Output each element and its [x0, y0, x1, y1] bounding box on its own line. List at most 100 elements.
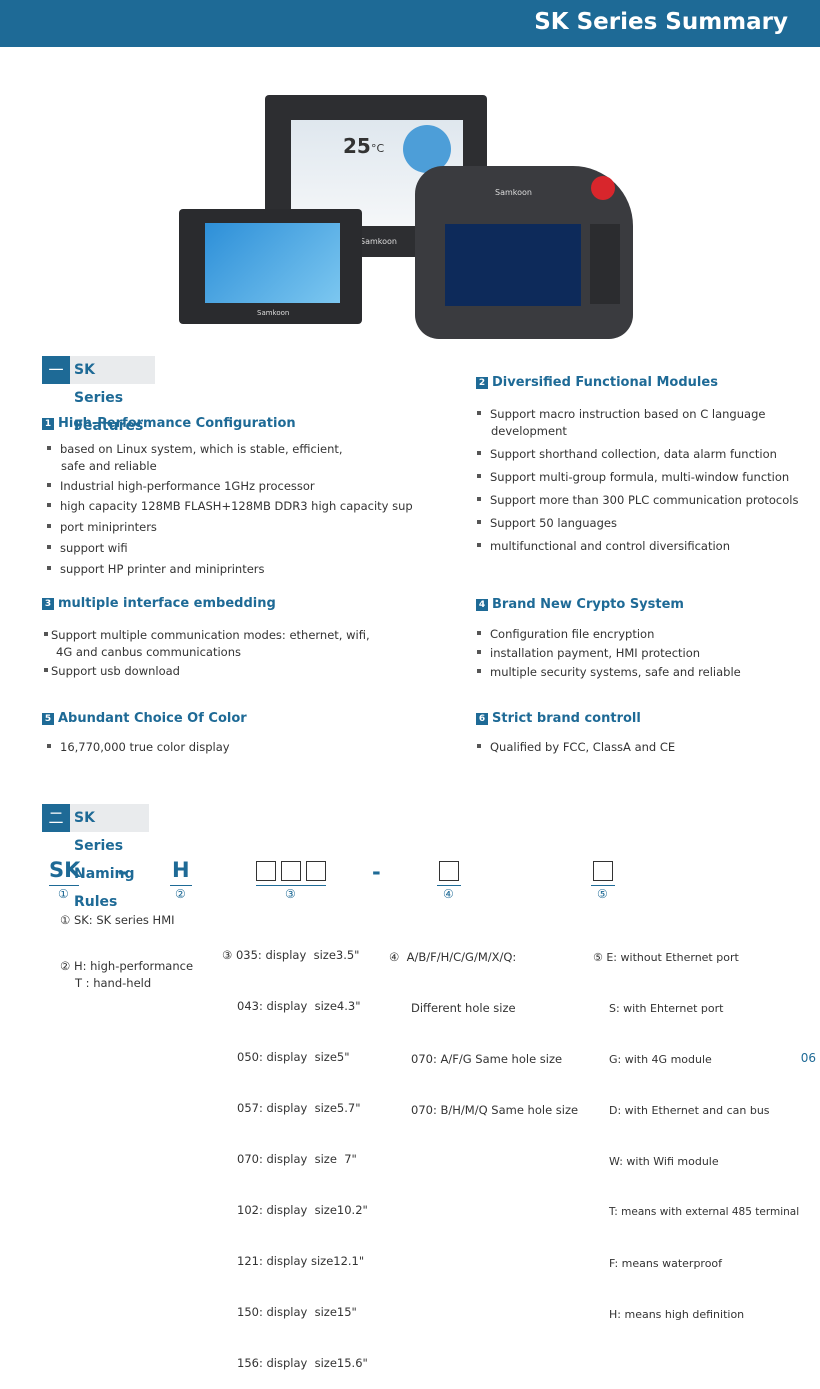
naming-t-desc: T : hand-held [75, 976, 152, 990]
list-item: G: with 4G module [609, 1053, 712, 1066]
list-item: ⑤ E: without Ethernet port [593, 951, 739, 964]
code-sk: SK [49, 858, 81, 882]
keypad-icon [590, 224, 620, 304]
list-item: multiple security systems, safe and reli… [477, 664, 807, 681]
position-marker-2: ② [175, 887, 186, 901]
naming-size-list: ③ 035: display size3.5" 043: display siz… [222, 913, 368, 1389]
underline [256, 885, 326, 886]
code-dash: - [118, 860, 127, 884]
list-item: Support shorthand collection, data alarm… [477, 446, 807, 463]
code-box [593, 861, 613, 881]
list-item: T: means with external 485 terminal [609, 1206, 800, 1218]
underline [437, 885, 461, 886]
subsection-badge: 3 [42, 598, 54, 610]
subsection-badge: 5 [42, 713, 54, 725]
page-title: SK Series Summary [534, 9, 788, 35]
position-marker-5: ⑤ [597, 887, 608, 901]
code-box [439, 861, 459, 881]
position-marker-3: ③ [285, 887, 296, 901]
feature-list-1: based on Linux system, which is stable, … [47, 441, 427, 578]
list-item: F: means waterproof [609, 1257, 723, 1270]
section-title: SK Series Features [70, 356, 156, 434]
position-marker-4: ④ [443, 887, 454, 901]
list-item: multifunctional and control diversificat… [477, 538, 807, 555]
emergency-stop-icon [591, 176, 615, 200]
list-item: high capacity 128MB FLASH+128MB DDR3 hig… [47, 498, 427, 515]
list-item: D: with Ethernet and can bus [609, 1104, 770, 1117]
list-item: ④ A/B/F/H/C/G/M/X/Q: [389, 950, 517, 964]
section-number: 一 [42, 356, 70, 384]
code-h: H [172, 858, 190, 882]
list-item: Configuration file encryption [477, 626, 807, 643]
list-item: 070: A/F/G Same hole size [411, 1052, 563, 1066]
list-item: support HP printer and miniprinters [47, 561, 427, 578]
code-box [281, 861, 301, 881]
feature-list-2: Support macro instruction based on C lan… [477, 406, 807, 555]
dial-icon [403, 125, 451, 173]
list-item: Support 50 languages [477, 515, 807, 532]
underline [591, 885, 615, 886]
list-item: ③ 035: display size3.5" [222, 948, 360, 962]
subsection-badge: 6 [476, 713, 488, 725]
list-item: 156: display size15.6" [237, 1356, 368, 1370]
list-item: Support macro instruction based on C lan… [477, 406, 807, 440]
list-item: 121: display size12.1" [237, 1254, 365, 1268]
page-number: 06 [800, 1051, 816, 1065]
list-item: Support more than 300 PLC communication … [477, 492, 807, 509]
feature-list-4: Configuration file encryption installati… [477, 626, 807, 681]
subsection-badge: 1 [42, 418, 54, 430]
list-item: installation payment, HMI protection [477, 645, 807, 662]
section-number: 二 [42, 804, 70, 832]
list-item: S: with Ehternet port [609, 1002, 724, 1015]
feature-list-5: 16,770,000 true color display [47, 739, 427, 756]
list-item: Support usb download [44, 663, 434, 680]
code-box [306, 861, 326, 881]
list-item: Industrial high-performance 1GHz process… [47, 478, 427, 495]
subsection-badge: 2 [476, 377, 488, 389]
list-item: Different hole size [411, 1001, 516, 1015]
list-item: Qualified by FCC, ClassA and CE [477, 739, 807, 756]
hmi-screen [205, 223, 340, 303]
list-item: 070: B/H/M/Q Same hole size [411, 1103, 579, 1117]
subsection-badge: 4 [476, 599, 488, 611]
list-item: 102: display size10.2" [237, 1203, 368, 1217]
list-item: Support multiple communication modes: et… [44, 627, 434, 661]
brand-logo: Samkoon [257, 309, 290, 317]
handheld-screen [445, 224, 581, 306]
list-item: 057: display size5.7" [237, 1101, 361, 1115]
list-item: Support multi-group formula, multi-windo… [477, 469, 807, 486]
brand-logo: Samkoon [360, 237, 397, 246]
brand-logo: Samkoon [495, 188, 532, 197]
list-item: 150: display size15" [237, 1305, 357, 1319]
temperature-display: 25 [343, 134, 371, 158]
code-box [256, 861, 276, 881]
section-title: SK Series Naming Rules [70, 804, 149, 910]
underline [170, 885, 192, 886]
feature-list-3: Support multiple communication modes: et… [44, 627, 434, 680]
underline [49, 885, 79, 886]
handheld-device: Samkoon [415, 166, 633, 339]
list-item: H: means high definition [609, 1308, 745, 1321]
naming-sk-desc: ① SK: SK series HMI [60, 913, 175, 927]
list-item: 043: display size4.3" [237, 999, 361, 1013]
naming-option-list: ⑤ E: without Ethernet port S: with Ehter… [593, 915, 799, 1340]
position-marker-1: ① [58, 887, 69, 901]
code-dash: - [372, 860, 381, 884]
naming-h-desc: ② H: high-performance [60, 959, 194, 973]
list-item: port miniprinters [47, 519, 427, 536]
list-item: based on Linux system, which is stable, … [47, 441, 427, 475]
celsius-icon: °C [371, 142, 385, 155]
hmi-device-small: Samkoon [179, 209, 362, 324]
feature-list-6: Qualified by FCC, ClassA and CE [477, 739, 807, 756]
list-item: support wifi [47, 540, 427, 557]
naming-hole-list: ④ A/B/F/H/C/G/M/X/Q: Different hole size… [389, 915, 578, 1136]
list-item: 050: display size5" [237, 1050, 350, 1064]
list-item: W: with Wifi module [609, 1155, 719, 1168]
header-bar: SK Series Summary [0, 0, 820, 47]
